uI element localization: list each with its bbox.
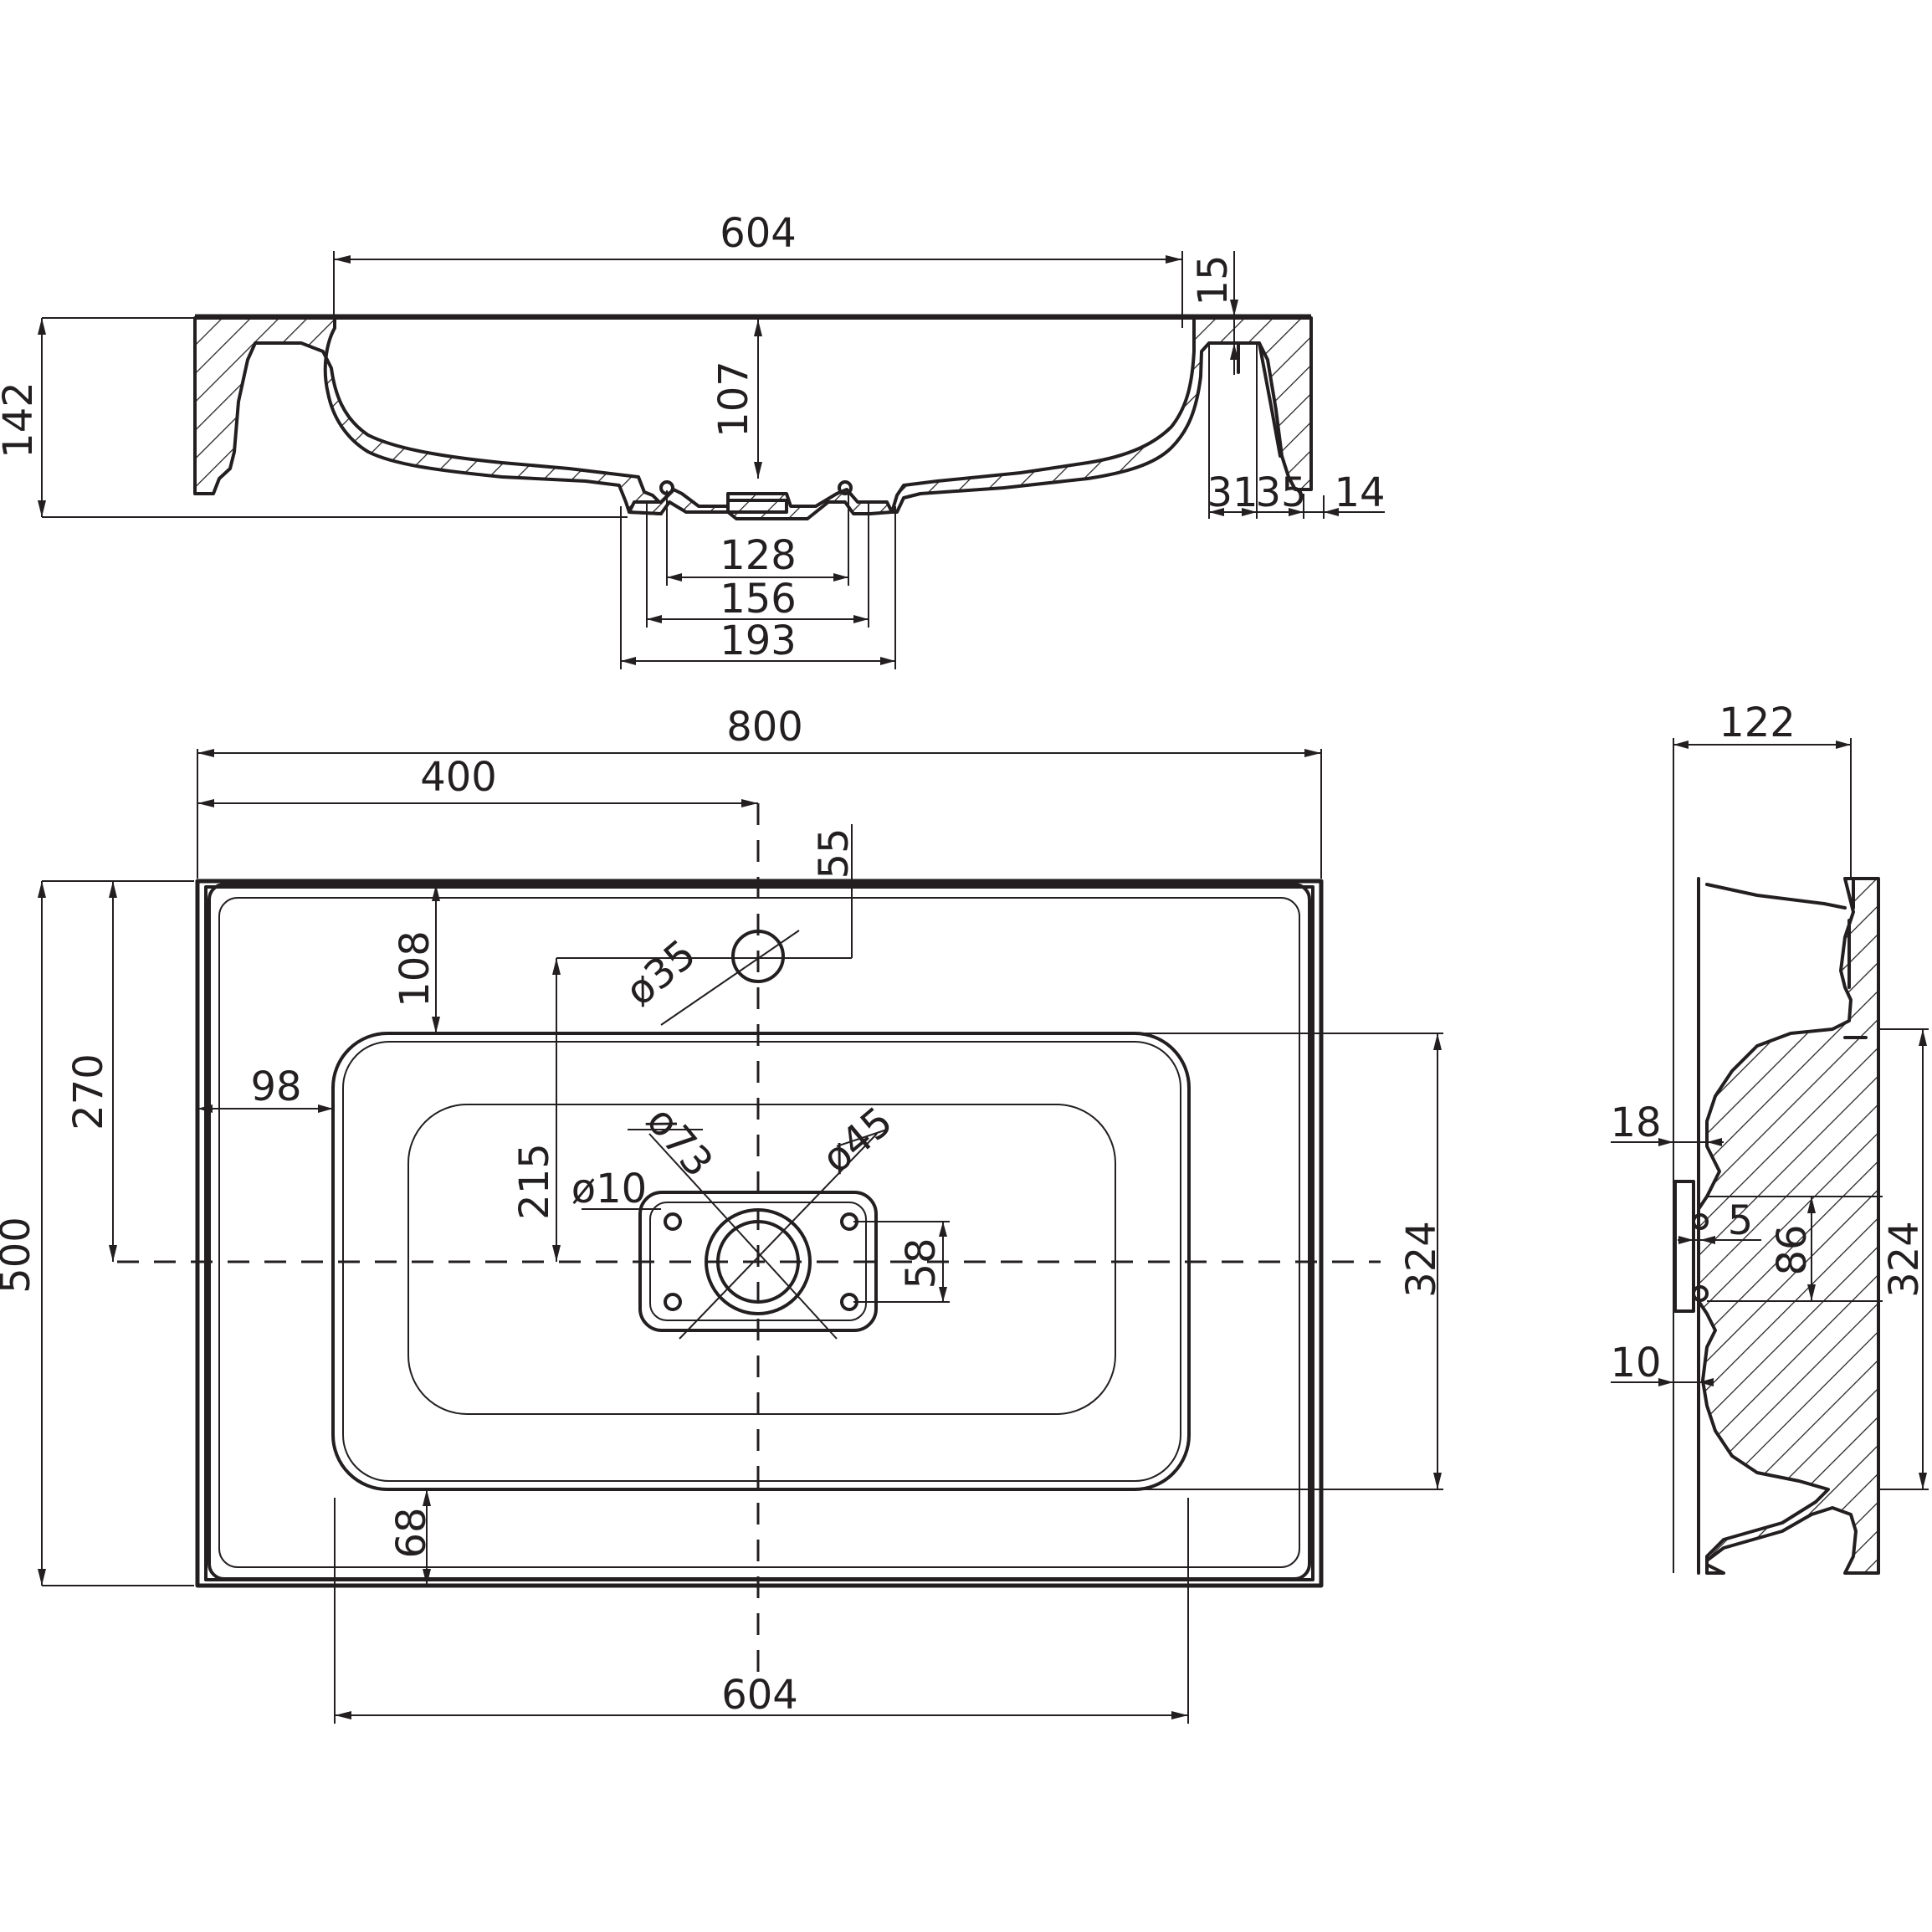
fix-hole-bottom-left <box>664 1293 682 1311</box>
front-fix-hole-right <box>838 480 853 495</box>
front-overflow-channel <box>1237 341 1282 458</box>
dim-drain-inner-diameter: ø45 <box>813 1098 901 1182</box>
dim-18: 18 <box>1610 1099 1661 1146</box>
side-fix-hole-bottom <box>1692 1285 1709 1302</box>
dim-122: 122 <box>1719 700 1796 746</box>
dim-604-bottom: 604 <box>721 1672 798 1719</box>
fix-hole-top-left <box>664 1212 682 1231</box>
side-back-wall-section <box>1697 877 1880 1575</box>
dim-400: 400 <box>420 754 497 801</box>
front-drain-outlet <box>726 499 788 514</box>
dim-107: 107 <box>710 361 757 438</box>
dim-35: 35 <box>1255 469 1306 516</box>
dim-tap-hole-diameter: ø35 <box>617 930 705 1015</box>
dim-5: 5 <box>1728 1197 1754 1244</box>
top-plan-view: 800 400 55 500 270 108 98 ø35 <box>0 704 1445 1724</box>
front-bottom-section <box>628 488 894 520</box>
dim-128: 128 <box>720 532 797 579</box>
dim-drain-outer-diameter: ø73 <box>638 1098 722 1186</box>
side-fix-hole-top <box>1692 1213 1709 1230</box>
dim-270: 270 <box>65 1053 112 1130</box>
dim-604-front: 604 <box>720 210 797 257</box>
side-drain-pipe <box>1673 1180 1695 1313</box>
dim-15: 15 <box>1190 254 1237 305</box>
dim-324-side: 324 <box>1881 1221 1928 1298</box>
dim-68: 68 <box>388 1507 435 1558</box>
dim-142: 142 <box>0 382 42 459</box>
dim-215: 215 <box>511 1143 558 1220</box>
dim-193: 193 <box>720 618 797 664</box>
dim-98: 98 <box>250 1063 301 1110</box>
dim-58: 58 <box>898 1238 945 1289</box>
dim-55: 55 <box>811 828 858 879</box>
dim-800: 800 <box>726 704 803 751</box>
dim-86: 86 <box>1769 1224 1816 1275</box>
side-inner-bowl <box>1697 877 1847 1575</box>
front-section-view: 604 15 142 107 31 35 14 <box>0 210 1386 669</box>
dim-31: 31 <box>1207 469 1258 516</box>
side-overflow <box>1843 877 1868 1039</box>
dim-156: 156 <box>720 576 797 623</box>
dim-10: 10 <box>1610 1340 1661 1386</box>
dim-324-top: 324 <box>1398 1221 1445 1298</box>
dim-14: 14 <box>1334 469 1385 516</box>
front-left-wall-section <box>193 316 663 515</box>
top-bowl-floor <box>407 1104 1116 1415</box>
side-section-view: 122 18 5 86 10 324 <box>1610 700 1929 1575</box>
dim-500: 500 <box>0 1217 39 1294</box>
dim-108: 108 <box>392 930 438 1007</box>
dim-fix-hole-diameter: ø10 <box>571 1166 647 1212</box>
